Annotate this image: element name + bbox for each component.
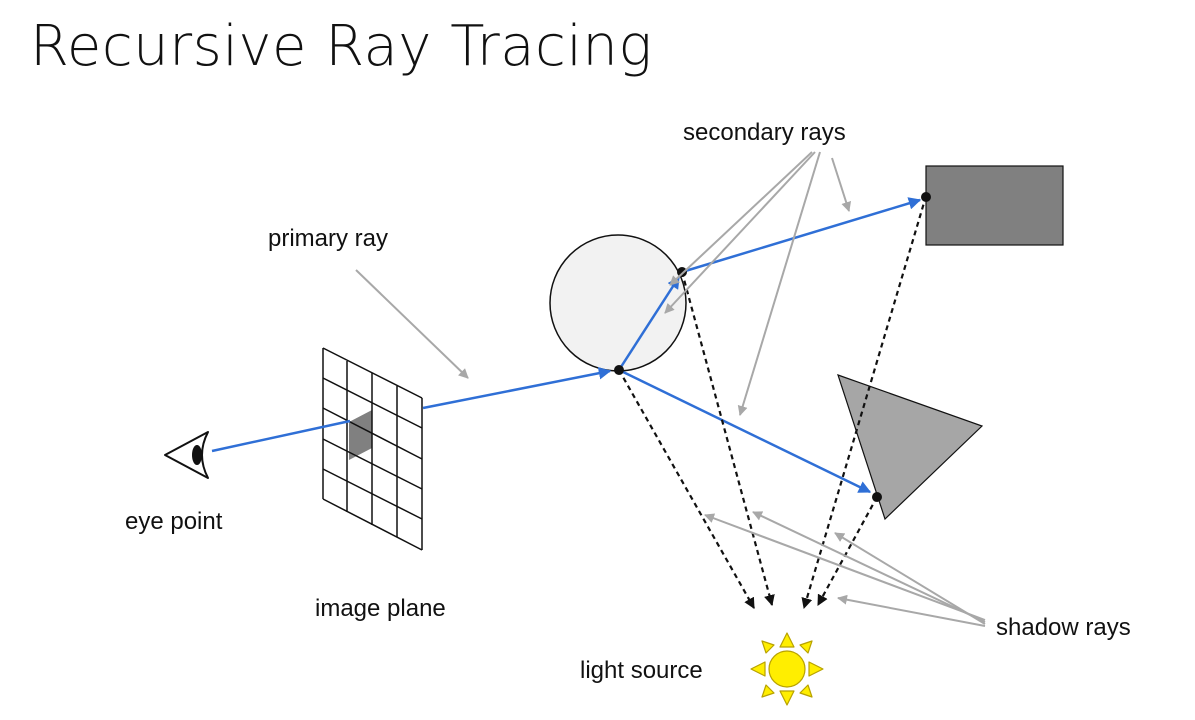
triangle (837, 374, 984, 521)
label-shadow-rays: shadow rays (996, 614, 1131, 641)
sphere (549, 234, 687, 372)
intersection-points (614, 192, 931, 502)
shadow-rays (618, 195, 928, 610)
image-plane-grid (322, 347, 423, 551)
label-pointers (355, 151, 986, 627)
slide-title: Recursive Ray Tracing (30, 14, 653, 79)
box (925, 165, 1064, 246)
sun-icon (750, 632, 824, 706)
label-primary-ray: primary ray (268, 225, 388, 252)
label-light-source: light source (580, 657, 703, 684)
label-secondary-rays: secondary rays (683, 119, 846, 146)
label-image-plane: image plane (315, 595, 446, 622)
image-plane-pixel (349, 410, 372, 460)
eye-icon (164, 431, 209, 479)
secondary-rays (617, 197, 922, 494)
label-eye-point: eye point (125, 508, 223, 535)
primary-rays (211, 367, 612, 453)
